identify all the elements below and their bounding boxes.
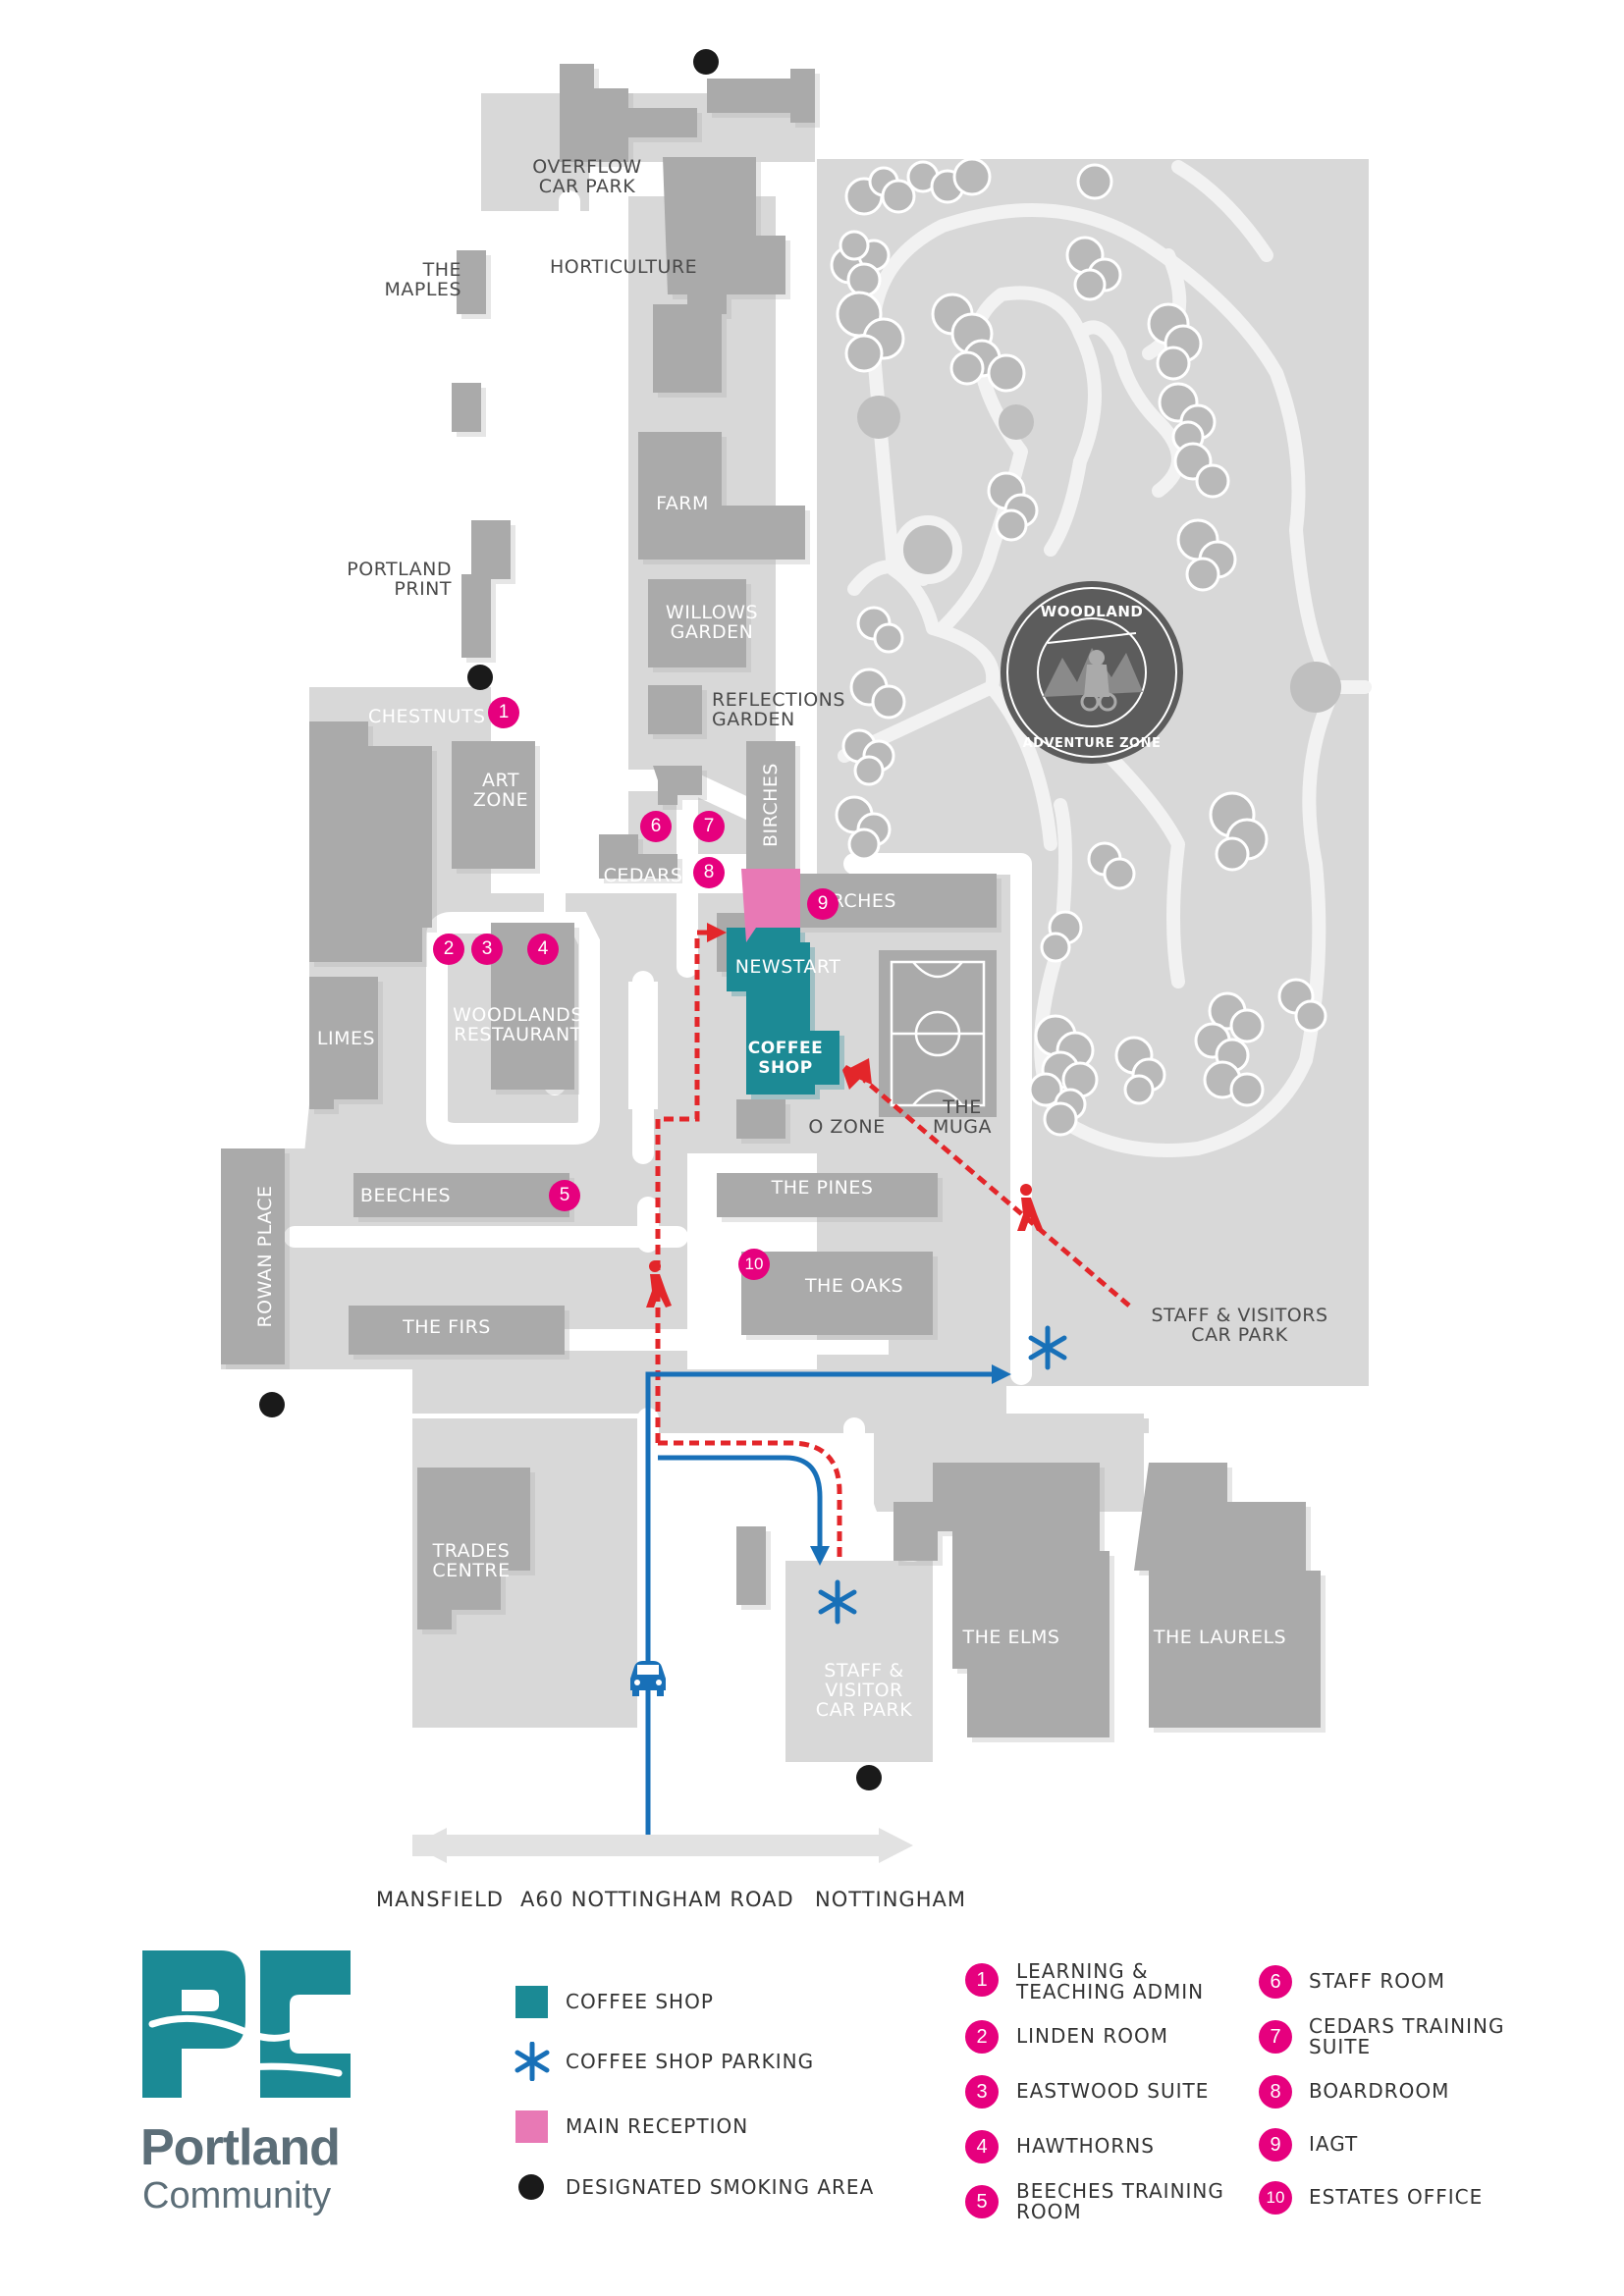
label-rowan-place: ROWAN PLACE xyxy=(254,1185,276,1328)
legend-text-6: STAFF ROOM xyxy=(1309,1969,1446,1993)
legend-coffee-shop-parking-label: COFFEE SHOP PARKING xyxy=(566,2050,815,2073)
parking-asterisk-icon xyxy=(1028,1325,1067,1370)
label-the-pines: THE PINES xyxy=(771,1177,874,1199)
legend-badge-6: 6 xyxy=(1259,1965,1292,1999)
legend-badge-5: 5 xyxy=(965,2185,999,2218)
label-woodlands-restaurant: WOODLANDS RESTAURANT xyxy=(453,1004,583,1045)
map-badge-7: 7 xyxy=(693,811,725,842)
map-badge-10: 10 xyxy=(738,1249,770,1280)
pedestrian-icon xyxy=(1017,1184,1043,1231)
label-birches-vertical: BIRCHES xyxy=(760,763,782,848)
label-newstart: NEWSTART xyxy=(734,956,841,978)
label-staff-visitors-car-park: STAFF & VISITORS CAR PARK xyxy=(1151,1305,1328,1346)
smoking-area-marker xyxy=(259,1392,285,1417)
label-the-maples: THE MAPLES xyxy=(384,259,461,300)
legend-main-reception-label: MAIN RECEPTION xyxy=(566,2114,749,2138)
label-beeches: BEECHES xyxy=(359,1185,452,1206)
label-overflow-car-park: OVERFLOW CAR PARK xyxy=(532,156,642,197)
road-label-a60: A60 NOTTINGHAM ROAD xyxy=(520,1888,794,1911)
map-badge-5: 5 xyxy=(549,1180,580,1211)
road-label-mansfield: MANSFIELD xyxy=(376,1888,504,1911)
legend-text-2: LINDEN ROOM xyxy=(1016,2024,1168,2048)
map-badge-6: 6 xyxy=(640,811,672,842)
legend-text-8: BOARDROOM xyxy=(1309,2079,1450,2103)
legend-badge-7: 7 xyxy=(1259,2020,1292,2054)
legend-text-3: EASTWOOD SUITE xyxy=(1016,2079,1210,2103)
label-limes: LIMES xyxy=(316,1028,376,1049)
smoking-area-marker xyxy=(856,1765,882,1790)
car-icon xyxy=(630,1661,666,1696)
brand-name-community: Community xyxy=(142,2175,332,2216)
legend-coffee-shop-label: COFFEE SHOP xyxy=(566,1990,714,2013)
walking-route xyxy=(655,930,1131,1561)
legend-text-5: BEECHES TRAINING ROOM xyxy=(1016,2179,1224,2223)
label-horticulture: HORTICULTURE xyxy=(550,256,698,278)
buildings xyxy=(221,64,1321,1737)
label-art-zone: ART ZONE xyxy=(472,770,529,811)
label-coffee-shop: COFFEE SHOP xyxy=(747,1039,824,1078)
legend-badge-8: 8 xyxy=(1259,2075,1292,2109)
legend-text-1: LEARNING & TEACHING ADMIN xyxy=(1016,1959,1205,2003)
smoking-area-marker xyxy=(467,665,493,690)
pedestrian-icon xyxy=(646,1260,672,1308)
label-adventure-zone: ADVENTURE ZONE xyxy=(1022,736,1162,751)
legend-parking-asterisk-icon xyxy=(514,2042,550,2081)
label-farm: FARM xyxy=(656,493,709,514)
legend-badge-3: 3 xyxy=(965,2075,999,2109)
label-woodland: WOODLAND xyxy=(1040,603,1144,620)
label-the-oaks: THE OAKS xyxy=(804,1275,904,1297)
map-badge-1: 1 xyxy=(488,697,519,728)
legend-badge-10: 10 xyxy=(1259,2181,1292,2215)
main-reception-building xyxy=(741,869,800,942)
legend-coffee-shop-swatch xyxy=(515,1986,548,2018)
legend-smoking-dot xyxy=(518,2174,544,2200)
map-badge-4: 4 xyxy=(527,934,559,965)
brand-name-portland: Portland xyxy=(140,2119,341,2176)
label-the-laurels: THE LAURELS xyxy=(1153,1627,1287,1648)
label-the-muga: THE MUGA xyxy=(932,1096,993,1138)
road-label-nottingham: NOTTINGHAM xyxy=(815,1888,966,1911)
legend-text-4: HAWTHORNS xyxy=(1016,2134,1155,2158)
label-chestnuts: CHESTNUTS xyxy=(368,706,486,727)
trees xyxy=(830,157,1327,1137)
label-cedars: CEDARS xyxy=(603,865,683,886)
label-portland-print: PORTLAND PRINT xyxy=(347,559,452,600)
label-the-firs: THE FIRS xyxy=(403,1316,491,1338)
map-badge-8: 8 xyxy=(693,857,725,888)
map-badge-9: 9 xyxy=(807,888,839,920)
legend-text-9: IAGT xyxy=(1309,2132,1359,2156)
legend-badge-4: 4 xyxy=(965,2130,999,2163)
the-muga-pitch xyxy=(879,950,997,1117)
label-willows-garden: WILLOWS GARDEN xyxy=(665,602,759,643)
label-o-zone: O ZONE xyxy=(808,1116,886,1138)
legend-smoking-label: DESIGNATED SMOKING AREA xyxy=(566,2175,875,2199)
legend-badge-1: 1 xyxy=(965,1963,999,1997)
parking-asterisk-icon xyxy=(818,1579,857,1625)
label-reflections-garden: REFLECTIONS GARDEN xyxy=(712,689,845,730)
label-staff-visitor-car-park: STAFF & VISITOR CAR PARK xyxy=(815,1660,913,1721)
map-badge-3: 3 xyxy=(471,934,503,965)
legend-main-reception-swatch xyxy=(515,2110,548,2143)
portland-community-logo-mark xyxy=(142,1950,351,2098)
map-badge-2: 2 xyxy=(433,934,464,965)
label-the-elms: THE ELMS xyxy=(962,1627,1060,1648)
coffee-shop-building xyxy=(727,928,839,1095)
smoking-area-marker xyxy=(693,49,719,75)
legend-badge-9: 9 xyxy=(1259,2128,1292,2162)
woodland-adventure-zone-logo xyxy=(1001,581,1183,764)
legend-badge-2: 2 xyxy=(965,2020,999,2054)
legend-text-7: CEDARS TRAINING SUITE xyxy=(1309,2014,1505,2058)
label-trades-centre: TRADES CENTRE xyxy=(432,1540,511,1581)
legend-text-10: ESTATES OFFICE xyxy=(1309,2185,1484,2209)
